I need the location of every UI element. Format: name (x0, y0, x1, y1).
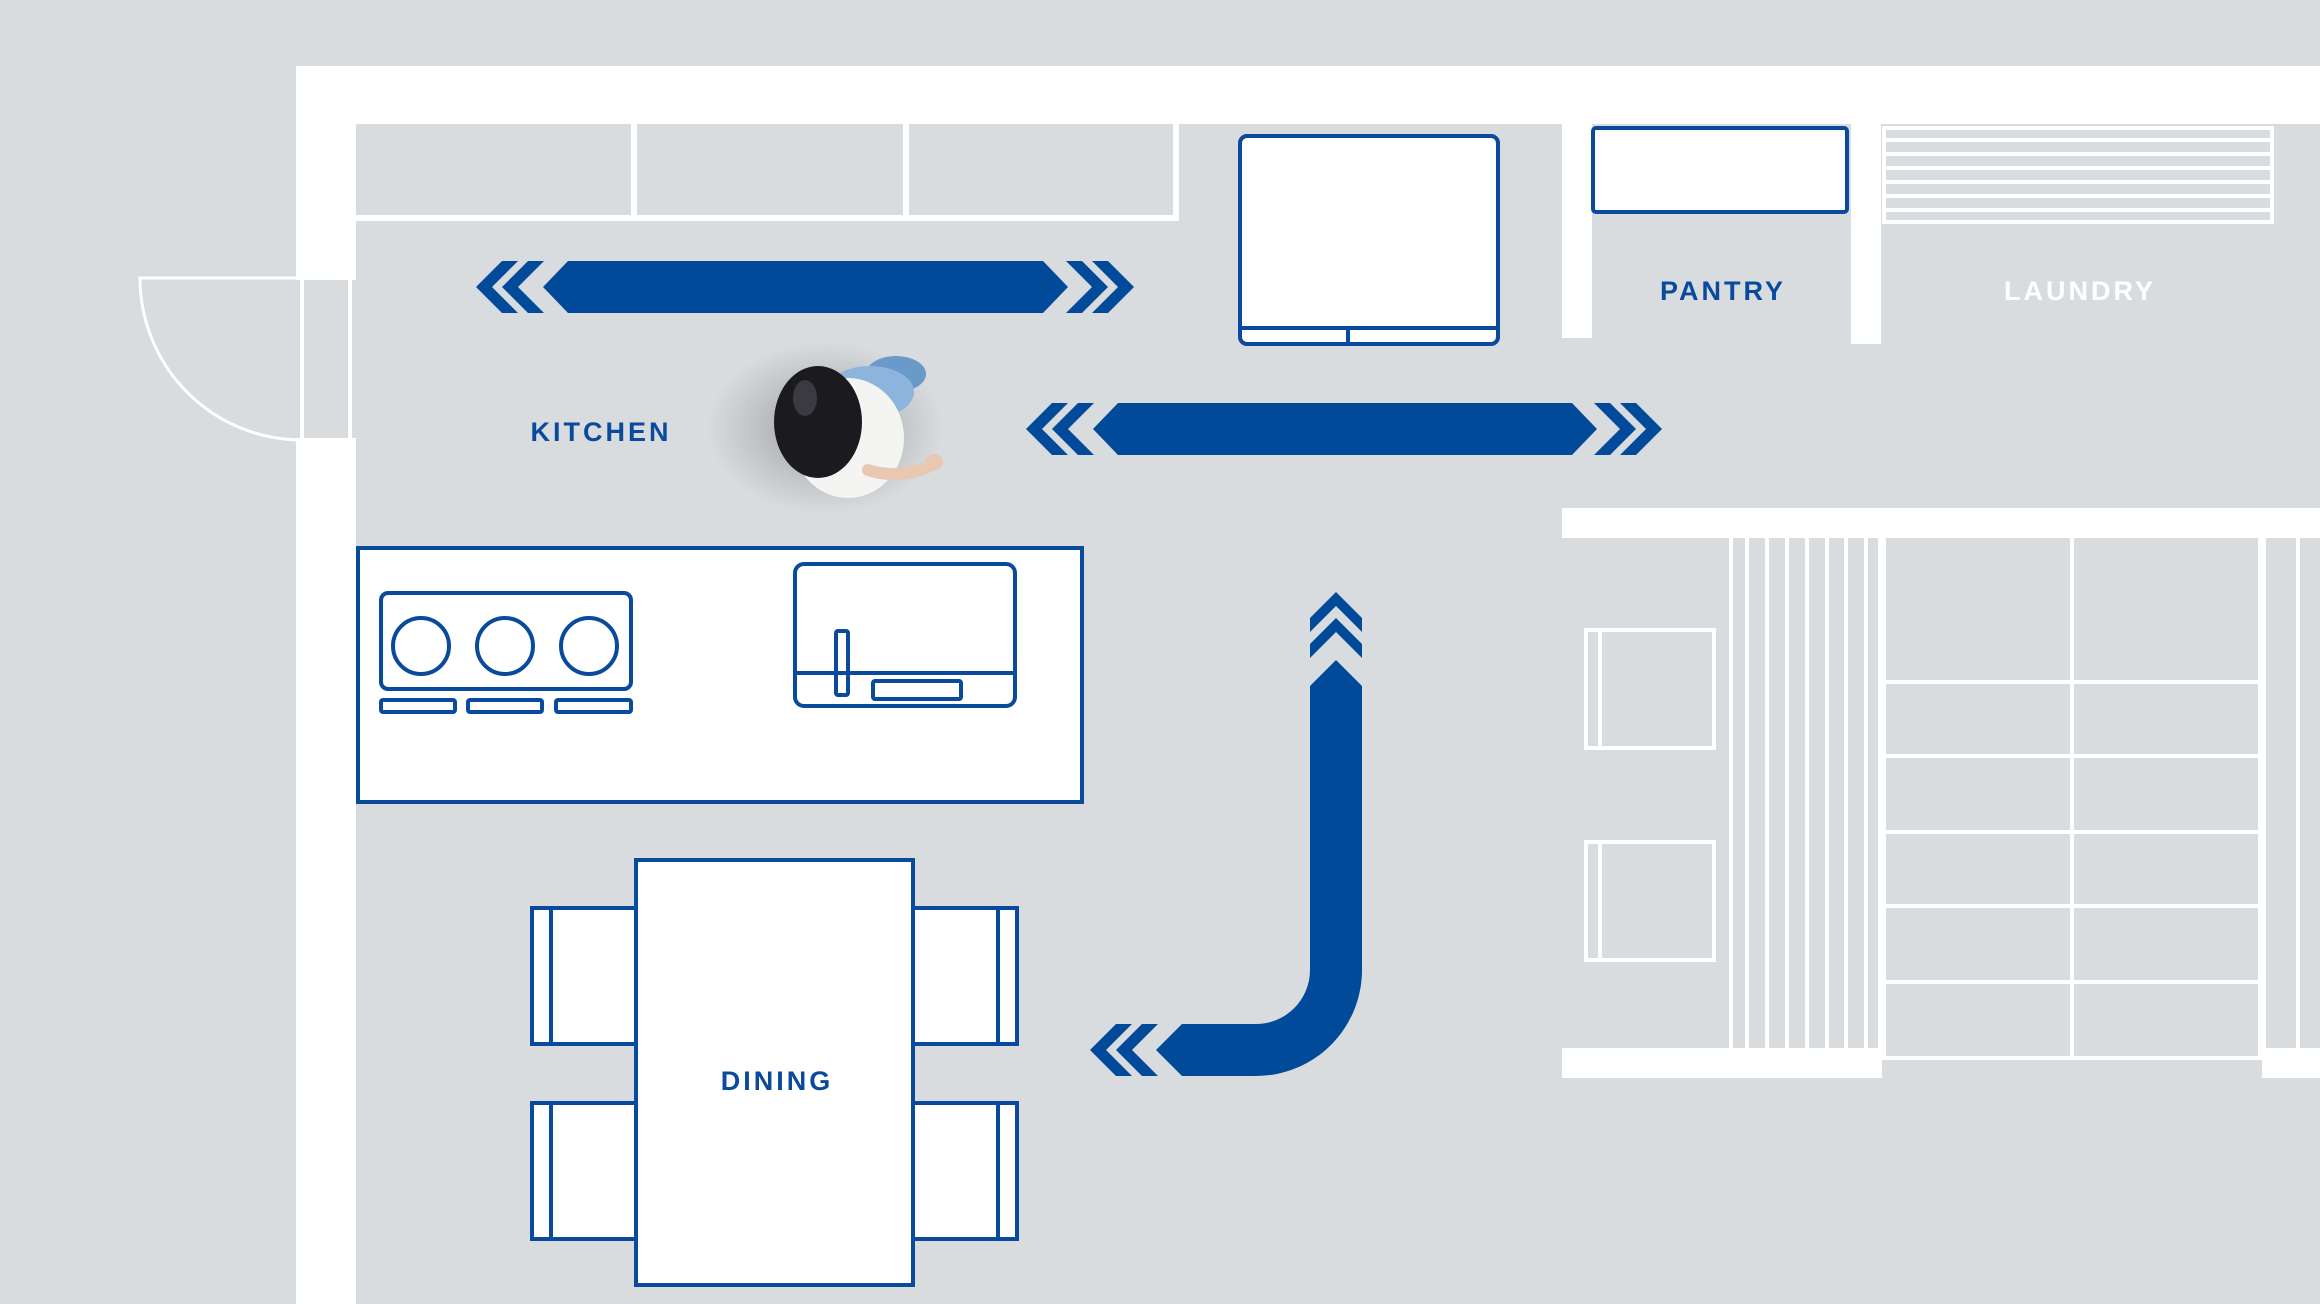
storage-bottom-wall (1562, 1048, 1882, 1078)
dining-chair (530, 1101, 638, 1241)
flow-bar (1093, 403, 1597, 455)
laundry-rack (1864, 124, 2274, 344)
person-top-view-icon (707, 342, 943, 514)
walls (296, 66, 2320, 1304)
door-frame (296, 278, 356, 440)
storage-bottom-wall-right (2262, 1048, 2320, 1078)
storage-bench (1584, 628, 1716, 750)
dining-chair (911, 1101, 1019, 1241)
door-leaf (300, 276, 352, 442)
flow-arrow-top (476, 261, 1134, 313)
kitchen-island (356, 546, 1084, 804)
room-label-laundry: LAUNDRY (2004, 276, 2156, 306)
double-chevron-arrow-icon (1310, 592, 1362, 658)
burner-icon (391, 616, 451, 676)
storage-area (1584, 538, 2300, 1060)
double-chevron-arrow-icon (1090, 1024, 1158, 1076)
dining-set (530, 858, 1019, 1287)
burner-icon (475, 616, 535, 676)
pantry-shelf (1591, 126, 1849, 214)
double-chevron-arrow-icon (1594, 403, 1662, 455)
cooktop (379, 591, 633, 714)
person-hair-shine (793, 380, 817, 416)
storage-top-wall (1562, 508, 2320, 538)
knob (554, 698, 633, 714)
faucet (834, 629, 850, 697)
room-label-pantry: PANTRY (1660, 276, 1786, 306)
dining-table (634, 858, 915, 1287)
sink (793, 562, 1017, 708)
flow-arrow-corner (1090, 592, 1362, 1076)
flow-bar-bend (1156, 660, 1362, 1076)
pantry-left-wall (1562, 124, 1592, 338)
person-hand (925, 454, 943, 470)
knob (379, 698, 457, 714)
double-chevron-arrow-icon (1066, 261, 1134, 313)
top-wall (296, 66, 2320, 124)
left-wall-upper (296, 66, 356, 278)
dining-chair (530, 906, 638, 1046)
refrigerator (1238, 134, 1500, 346)
storage-bench (1584, 840, 1716, 962)
burner-icon (559, 616, 619, 676)
drain-board (871, 679, 963, 701)
double-chevron-arrow-icon (476, 261, 544, 313)
person-hair (774, 366, 862, 478)
flow-arrow-middle (1026, 403, 1662, 455)
room-label-dining: DINING (721, 1066, 834, 1096)
knob (466, 698, 544, 714)
dining-chair (911, 906, 1019, 1046)
double-chevron-arrow-icon (1026, 403, 1094, 455)
entry-door (138, 272, 356, 446)
person-arm (862, 460, 936, 481)
room-label-kitchen: KITCHEN (531, 417, 672, 447)
left-wall-lower (296, 440, 356, 1304)
upper-cabinets (356, 124, 1179, 221)
door-swing-arc (138, 276, 303, 442)
flow-bar (543, 261, 1068, 313)
